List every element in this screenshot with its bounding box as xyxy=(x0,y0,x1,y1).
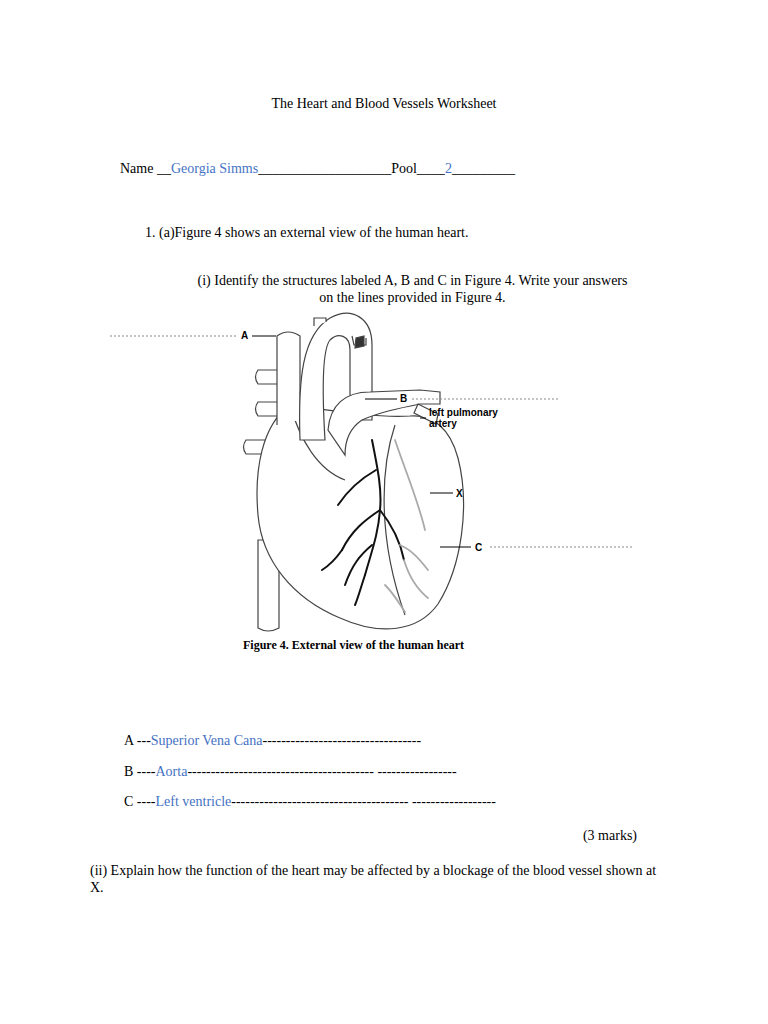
part-label: left pulmonary artery xyxy=(429,407,498,429)
answer-dotted-lines xyxy=(110,336,632,547)
question-text: 1. (a)Figure 4 shows an external view of… xyxy=(145,224,468,241)
answer-line: B ---- xyxy=(124,764,156,779)
figure-caption: Figure 4. External view of the human hea… xyxy=(243,638,464,652)
heart-body xyxy=(257,405,463,629)
handwritten-answer: Georgia Simms xyxy=(171,161,258,176)
callout-letter: C xyxy=(475,542,482,553)
callout-letter: X xyxy=(456,488,463,499)
question-text: 1. (a)Figure 4 shows an external view of… xyxy=(145,225,468,240)
answer-line: A --- xyxy=(124,733,151,748)
answer-line: C ---- xyxy=(124,794,156,809)
question-text: (i) Identify the structures labeled A, B… xyxy=(198,273,628,305)
name-line: Name __Georgia Simms___________________P… xyxy=(120,160,515,177)
callout-letter: C xyxy=(475,542,482,553)
name-line: Name __ xyxy=(120,161,171,176)
callout-letter: A xyxy=(241,330,248,341)
superior-vena-cava xyxy=(277,332,300,425)
marks: (3 marks) xyxy=(560,827,637,844)
handwritten-answer: Superior Vena Cana xyxy=(151,733,263,748)
question-text: (ii) Explain how the function of the hea… xyxy=(90,862,660,896)
name-line: Pool____ xyxy=(391,161,445,176)
handwritten-answer: Left ventricle xyxy=(156,794,232,809)
answer-line: -------------------------------------- -… xyxy=(231,794,496,809)
answer-line: ----------------------------------------… xyxy=(187,764,456,779)
handwritten-answer: 2 xyxy=(445,161,452,176)
pulmonary-trunk xyxy=(328,390,440,455)
question-text: (i) Identify the structures labeled A, B… xyxy=(190,272,635,306)
answer-line: C ----Left ventricle--------------------… xyxy=(124,793,496,810)
callout-letter: A xyxy=(241,330,248,341)
answer-line: A ---Superior Vena Cana-----------------… xyxy=(124,732,421,749)
worksheet-title: The Heart and Blood Vessels Worksheet xyxy=(200,95,568,112)
vessel-opening xyxy=(355,336,364,348)
callout-letter: X xyxy=(456,488,463,499)
leader-lines xyxy=(252,336,471,547)
worksheet-title: The Heart and Blood Vessels Worksheet xyxy=(271,96,496,111)
name-line: _________ xyxy=(452,161,515,176)
handwritten-answer: Aorta xyxy=(156,764,188,779)
part-label: left pulmonary artery xyxy=(429,407,511,429)
callout-letter: B xyxy=(400,393,407,404)
coronary-branches xyxy=(385,440,428,612)
answer-line: ---------------------------------- xyxy=(263,733,422,748)
question-text: (ii) Explain how the function of the hea… xyxy=(90,863,656,895)
arch-branch xyxy=(314,318,326,326)
answer-line: B ----Aorta-----------------------------… xyxy=(124,763,457,780)
heart-outline xyxy=(244,313,464,631)
name-line: ___________________ xyxy=(258,161,391,176)
figure-caption: Figure 4. External view of the human hea… xyxy=(243,637,464,654)
callout-letter: B xyxy=(400,393,407,404)
marks: (3 marks) xyxy=(583,828,637,843)
coronary-artery xyxy=(322,440,404,605)
